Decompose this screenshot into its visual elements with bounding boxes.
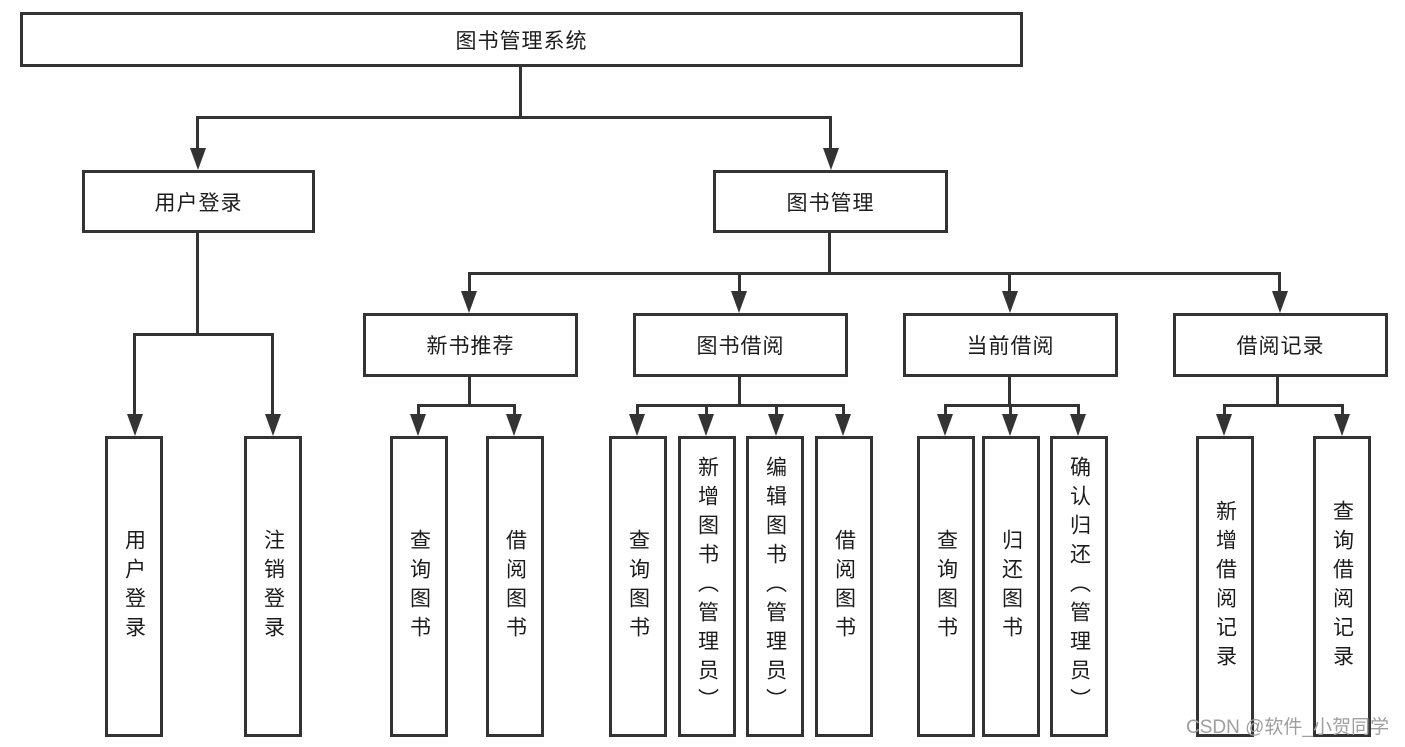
leaf-logout: 注销登录: [244, 436, 302, 737]
leaf-label: 编辑图书（管理员）: [763, 456, 787, 717]
connector-line: [417, 404, 516, 407]
arrow-down-icon: [731, 291, 747, 313]
connector-line: [1341, 404, 1344, 418]
connector-line: [1008, 377, 1011, 407]
leaf-label: 查询图书: [407, 528, 431, 645]
connector-line: [1008, 272, 1011, 294]
connector-line: [944, 404, 1080, 407]
leaf-label: 查询图书: [626, 528, 650, 645]
arrow-down-icon: [190, 148, 206, 170]
node-label: 用户登录: [154, 191, 243, 215]
node-label: 图书管理系统: [455, 29, 588, 53]
leaf-query-books-current: 查询图书: [917, 436, 975, 737]
connector-line: [468, 272, 1281, 275]
connector-line: [133, 333, 136, 417]
arrow-down-icon: [835, 414, 851, 436]
node-book-management: 图书管理: [713, 170, 948, 233]
connector-line: [196, 233, 199, 336]
node-current-borrow: 当前借阅: [903, 313, 1118, 377]
node-label: 当前借阅: [966, 335, 1055, 358]
arrow-down-icon: [1002, 414, 1018, 436]
node-library-management-system: 图书管理系统: [20, 12, 1023, 67]
connector-line: [513, 404, 516, 418]
leaf-label: 新增图书（管理员）: [695, 456, 719, 717]
connector-line: [1009, 404, 1012, 418]
arrow-down-icon: [1272, 291, 1288, 313]
leaf-edit-book-admin: 编辑图书（管理员）: [746, 436, 804, 737]
node-label: 图书管理: [786, 191, 875, 215]
node-book-borrow: 图书借阅: [633, 313, 848, 377]
leaf-borrow-books-borrow: 借阅图书: [815, 436, 873, 737]
connector-line: [196, 116, 832, 119]
arrow-down-icon: [265, 414, 281, 436]
connector-line: [1223, 404, 1226, 418]
connector-line: [417, 404, 420, 418]
arrow-down-icon: [937, 414, 953, 436]
connector-line: [705, 404, 708, 418]
leaf-label: 新增借阅记录: [1213, 499, 1237, 674]
leaf-label: 查询借阅记录: [1330, 499, 1354, 674]
arrow-down-icon: [127, 414, 143, 436]
node-label: 新书推荐: [426, 335, 515, 358]
connector-line: [944, 404, 947, 418]
leaf-user-login: 用户登录: [105, 436, 163, 737]
arrow-down-icon: [506, 414, 522, 436]
arrow-down-icon: [1216, 414, 1232, 436]
connector-line: [468, 377, 471, 407]
leaf-add-book-admin: 新增图书（管理员）: [678, 436, 736, 737]
connector-line: [133, 333, 274, 336]
leaf-borrow-books-recommend: 借阅图书: [486, 436, 544, 737]
leaf-confirm-return-admin: 确认归还（管理员）: [1050, 436, 1108, 737]
node-new-book-recommend: 新书推荐: [363, 313, 578, 377]
arrow-down-icon: [1334, 414, 1350, 436]
connector-line: [829, 116, 832, 152]
watermark: CSDN @软件_小贺同学: [1186, 717, 1389, 738]
leaf-label: 借阅图书: [832, 528, 856, 645]
arrow-down-icon: [461, 291, 477, 313]
connector-line: [738, 377, 741, 407]
arrow-down-icon: [698, 414, 714, 436]
connector-line: [1278, 272, 1281, 294]
connector-line: [775, 404, 778, 418]
connector-line: [468, 272, 471, 294]
connector-line: [1077, 404, 1080, 418]
arrow-down-icon: [629, 414, 645, 436]
connector-line: [636, 404, 639, 418]
connector-line: [636, 404, 845, 407]
leaf-query-books-recommend: 查询图书: [390, 436, 448, 737]
leaf-add-borrow-record: 新增借阅记录: [1196, 436, 1254, 737]
node-user-login: 用户登录: [82, 170, 315, 233]
node-label: 图书借阅: [696, 335, 785, 358]
leaf-label: 确认归还（管理员）: [1067, 456, 1091, 717]
leaf-return-book: 归还图书: [982, 436, 1040, 737]
arrow-down-icon: [768, 414, 784, 436]
connector-line: [1223, 404, 1344, 407]
arrow-down-icon: [1002, 291, 1018, 313]
connector-line: [842, 404, 845, 418]
leaf-label: 查询图书: [934, 528, 958, 645]
leaf-query-borrow-record: 查询借阅记录: [1313, 436, 1371, 737]
node-borrow-records: 借阅记录: [1173, 313, 1388, 377]
connector-line: [828, 233, 831, 275]
arrow-down-icon: [410, 414, 426, 436]
leaf-label: 用户登录: [122, 528, 146, 645]
node-label: 借阅记录: [1236, 335, 1325, 358]
leaf-label: 归还图书: [999, 528, 1023, 645]
arrow-down-icon: [823, 148, 839, 170]
connector-line: [271, 333, 274, 417]
connector-line: [196, 116, 199, 152]
connector-line: [738, 272, 741, 294]
connector-line: [1276, 377, 1279, 407]
leaf-query-books-borrow: 查询图书: [609, 436, 667, 737]
leaf-label: 注销登录: [261, 528, 285, 645]
leaf-label: 借阅图书: [503, 528, 527, 645]
arrow-down-icon: [1070, 414, 1086, 436]
connector-line: [519, 67, 522, 119]
